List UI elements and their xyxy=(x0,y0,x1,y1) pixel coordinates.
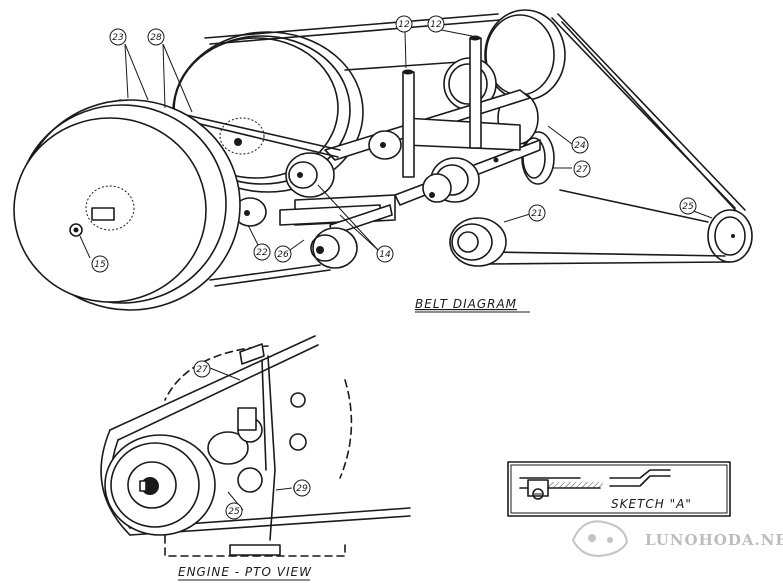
callout-14: 14 xyxy=(376,245,394,263)
svg-text:24: 24 xyxy=(574,141,586,151)
belt-diagram xyxy=(13,9,753,311)
svg-text:21: 21 xyxy=(531,209,542,219)
callout-12-left: 12 xyxy=(395,15,413,33)
large-pulley-front xyxy=(13,99,241,311)
idler-pulley-25 xyxy=(707,209,753,263)
callout-pto-29: 29 xyxy=(293,479,311,497)
svg-text:26: 26 xyxy=(277,250,289,260)
callout-28: 28 xyxy=(147,28,165,46)
svg-text:27: 27 xyxy=(576,165,588,175)
caption-belt-diagram: BELT DIAGRAM xyxy=(415,297,517,311)
captions: BELT DIAGRAM ENGINE - PTO VIEW SKETCH "A… xyxy=(178,297,692,581)
svg-text:12: 12 xyxy=(430,20,442,30)
svg-text:14: 14 xyxy=(379,250,391,260)
callout-12-right: 12 xyxy=(427,15,445,33)
svg-text:28: 28 xyxy=(150,33,162,43)
callout-pto-27: 27 xyxy=(193,360,211,378)
callout-leaders xyxy=(79,29,713,259)
callout-15: 15 xyxy=(91,255,109,273)
callout-24: 24 xyxy=(571,136,589,154)
callout-21: 21 xyxy=(528,204,546,222)
callout-23: 23 xyxy=(109,28,127,46)
svg-text:23: 23 xyxy=(112,33,124,43)
pulley-21 xyxy=(449,217,507,267)
watermark-text: LUNOHODA.NET xyxy=(645,531,783,549)
post-12-right xyxy=(469,35,482,149)
svg-text:15: 15 xyxy=(94,260,106,270)
callout-pto-25: 25 xyxy=(225,502,243,520)
callouts: 23 28 12 12 15 22 26 14 24 27 21 25 27 2… xyxy=(91,15,697,520)
caption-engine-pto: ENGINE - PTO VIEW xyxy=(178,565,312,579)
watermark-logo-icon xyxy=(571,520,629,558)
caption-sketch-a: SKETCH "A" xyxy=(611,497,692,511)
svg-text:29: 29 xyxy=(296,484,308,494)
sketch-a xyxy=(507,461,731,517)
svg-text:12: 12 xyxy=(398,20,410,30)
svg-text:22: 22 xyxy=(256,248,268,258)
post-12-left xyxy=(402,69,415,178)
callout-27: 27 xyxy=(573,160,591,178)
svg-text:25: 25 xyxy=(228,507,240,517)
callout-22: 22 xyxy=(253,243,271,261)
engine-pto-view xyxy=(100,335,411,557)
callout-25: 25 xyxy=(679,197,697,215)
callout-26: 26 xyxy=(274,245,292,263)
svg-text:27: 27 xyxy=(196,365,208,375)
middle-pulleys xyxy=(233,130,499,269)
svg-text:25: 25 xyxy=(682,202,694,212)
